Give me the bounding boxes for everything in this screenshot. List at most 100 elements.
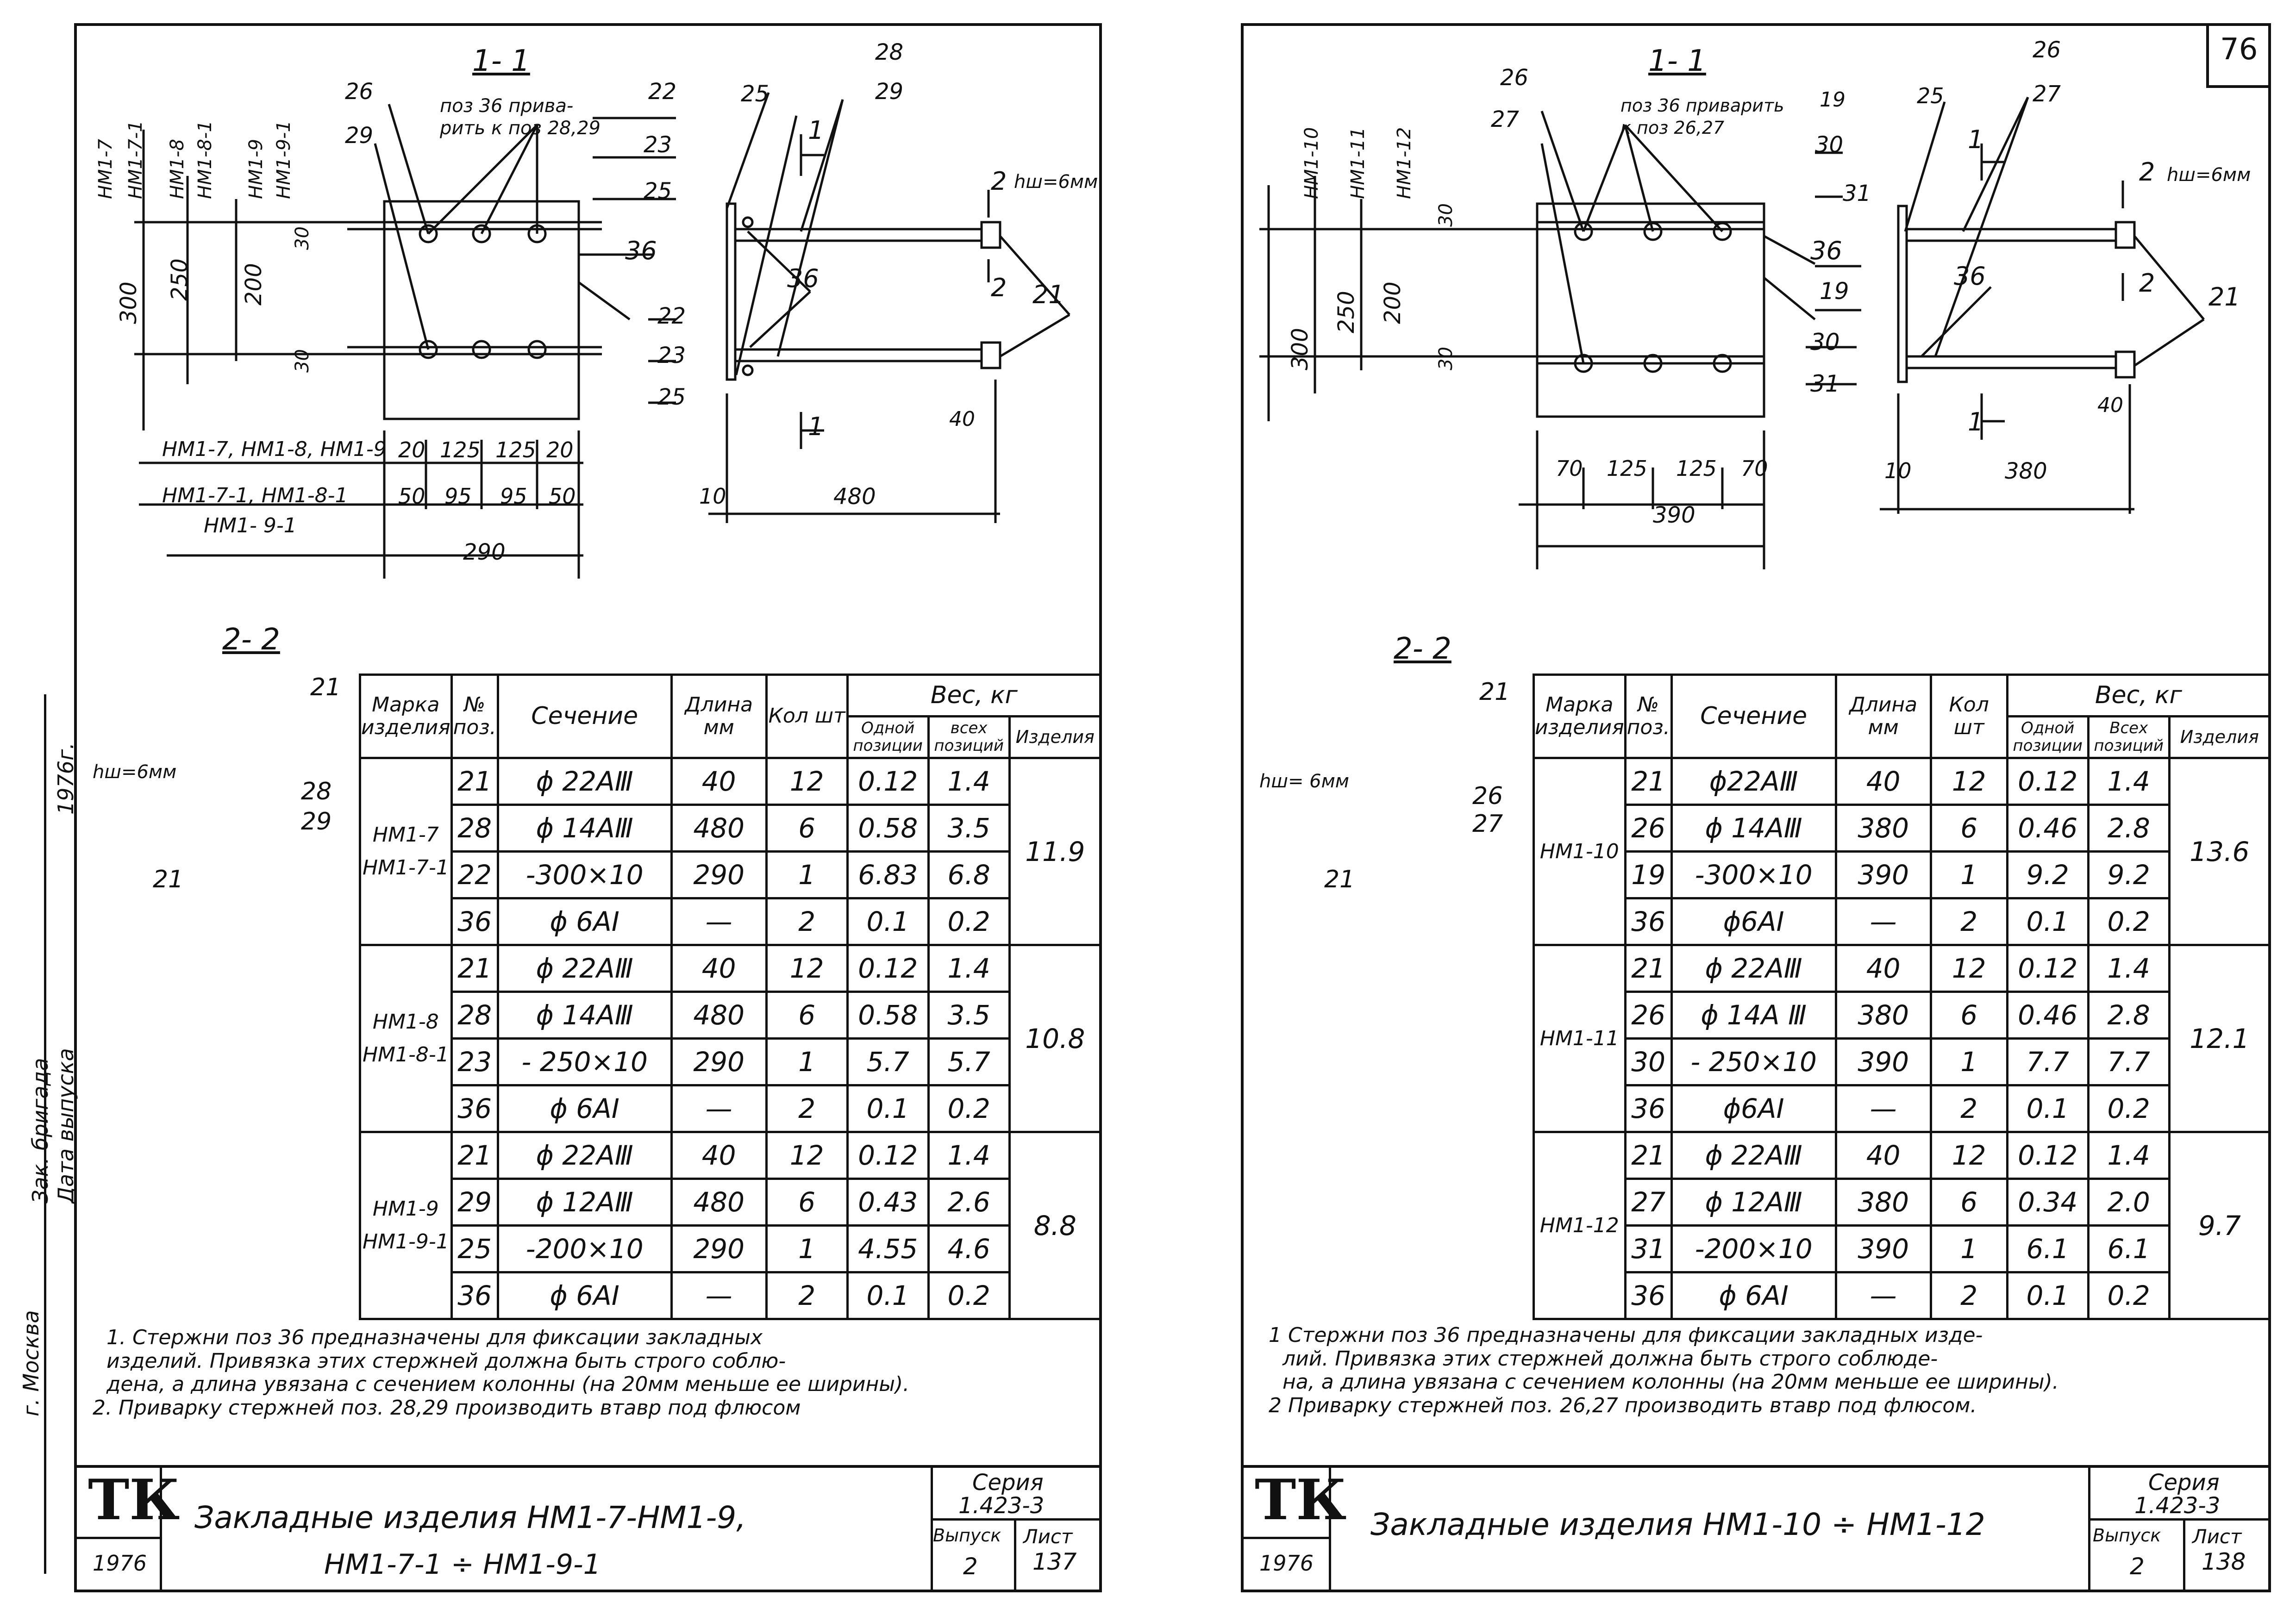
right-pos-30-top: 30 [1815, 132, 1844, 158]
table-cell: 5.7 [927, 1037, 1011, 1086]
table-cell: 380 [1834, 804, 1932, 853]
table-cell: 1.4 [927, 757, 1011, 806]
table-cell: 40 [1834, 1131, 1932, 1180]
table-cell: 6.1 [2006, 1224, 2090, 1273]
left-pos-29-side: 29 [875, 79, 904, 105]
left-th-length: Длина мм [670, 673, 768, 759]
right-pos-31-top: 31 [1843, 181, 1871, 206]
right-th-weight: Вес, кг [2006, 673, 2271, 717]
left-drawing [134, 92, 1070, 579]
table-cell: 1.4 [2087, 944, 2171, 993]
right-tb-sheet-label: Лист [2192, 1525, 2242, 1548]
right-tb-year: 1976 [1259, 1551, 1314, 1576]
right-pos-26-side: 26 [2033, 37, 2061, 63]
left-cut-1-bottom: 1 [808, 412, 824, 441]
left-group-3-marks: НМ1-9 НМ1-9-1 [359, 1131, 453, 1320]
table-cell: 9.2 [2087, 850, 2171, 899]
table-cell: ϕ 14АⅢ [496, 804, 673, 853]
left-th-qty: Кол шт [765, 673, 849, 759]
left-th-w-one: Одной позиции [846, 715, 930, 759]
left-hw-top: hш=6мм [1014, 171, 1098, 193]
right-cut-1-bottom: 1 [1968, 407, 1984, 436]
right-group-3-total: 9.7 [2168, 1131, 2271, 1320]
left-tb-sheet: 137 [1032, 1548, 1077, 1575]
left-pos-23: 23 [657, 343, 686, 368]
left-cut-1-top: 1 [808, 116, 824, 145]
right-note-line: на, а длина увязана с сечением колонны (… [1283, 1370, 2059, 1394]
right-tb-issue: 2 [2130, 1553, 2145, 1580]
right-tb-div3 [2088, 1465, 2090, 1592]
side-stamp-year: 1976г. [53, 742, 78, 815]
table-cell: 390 [1834, 1224, 1932, 1273]
right-tb-issue-label: Выпуск [2093, 1525, 2161, 1546]
table-cell: 2 [1929, 1271, 2008, 1320]
left-dim-row-3-label: НМ1- 9-1 [204, 514, 297, 537]
right-dim-10: 10 [1884, 458, 1912, 483]
table-cell: 6 [1929, 1178, 2008, 1227]
left-group-3-mark-a: НМ1-9 [372, 1197, 439, 1221]
table-cell: ϕ 12АⅢ [496, 1178, 673, 1227]
table-cell: 0.2 [927, 1084, 1011, 1133]
table-cell: 6.83 [846, 850, 930, 899]
table-cell: -200×10 [496, 1224, 673, 1273]
table-cell: 30 [1624, 1037, 1673, 1086]
table-cell: — [1834, 1271, 1932, 1320]
table-cell: 0.12 [2006, 1131, 2090, 1180]
table-cell: 0.2 [927, 897, 1011, 946]
right-mark-v-3: НМ1-12 [1394, 127, 1415, 199]
left-dim-40: 40 [949, 407, 975, 431]
left-tb-top [74, 1465, 1102, 1468]
table-cell: 0.2 [2087, 897, 2171, 946]
left-tb-div2 [74, 1537, 162, 1539]
table-cell: 2.0 [2087, 1178, 2171, 1227]
table-cell: 3.5 [927, 804, 1011, 853]
table-cell: 0.58 [846, 804, 930, 853]
left-section-11-label: 1- 1 [472, 44, 530, 78]
right-tb-title-1: Закладные изделия НМ1-10 ÷ НМ1-12 [1370, 1507, 1985, 1542]
table-cell: 4.6 [927, 1224, 1011, 1273]
left-tb-div1 [160, 1465, 162, 1592]
right-group-1-mark: НМ1-10 [1533, 757, 1627, 946]
left-th-section: Сечение [496, 673, 673, 759]
left-pos-22: 22 [657, 303, 686, 329]
left-th-mark: Марка изделия [359, 673, 453, 759]
table-cell: 0.2 [927, 1271, 1011, 1320]
right-dim-row-v1: 70 [1556, 456, 1583, 481]
right-pos-36-side: 36 [1954, 262, 1986, 291]
table-cell: ϕ 22АⅢ [1670, 944, 1837, 993]
table-cell: ϕ 14А Ⅲ [1670, 991, 1837, 1040]
table-cell: 0.12 [2006, 944, 2090, 993]
left-dim-row-1-v3: 125 [495, 437, 536, 462]
table-cell: 3.5 [927, 991, 1011, 1040]
table-cell: 2 [765, 1084, 849, 1133]
right-cut-1-top: 1 [1968, 125, 1984, 154]
left-pos-22-top: 22 [648, 79, 677, 105]
right-spec-table: Марка изделия № поз. Сечение Длина мм Ко… [1533, 673, 2271, 1320]
table-cell: 36 [1624, 897, 1673, 946]
right-note-line: лий. Привязка этих стержней должна быть … [1283, 1347, 1938, 1371]
left-dim-30-top: 30 [292, 226, 313, 250]
right-th-w-one: Одной позиции [2006, 715, 2090, 759]
table-cell: ϕ22АⅢ [1670, 757, 1837, 806]
right-mark-v-2: НМ1-11 [1347, 127, 1369, 199]
left-dim-480: 480 [833, 484, 876, 510]
table-cell: 7.7 [2087, 1037, 2171, 1086]
table-cell: 23 [450, 1037, 499, 1086]
left-dim-row-1-v2: 125 [440, 437, 481, 462]
table-cell: ϕ 6АI [1670, 1271, 1837, 1320]
left-group-1-total: 11.9 [1008, 757, 1102, 946]
left-pos-26: 26 [345, 79, 374, 105]
right-group-2-total: 12.1 [2168, 944, 2271, 1133]
table-cell: 26 [1624, 991, 1673, 1040]
table-cell: 5.7 [846, 1037, 930, 1086]
left-cut-2-top: 2 [991, 167, 1007, 196]
table-cell: 380 [1834, 1178, 1932, 1227]
left-mark-v-3: НМ1-8 [167, 139, 188, 199]
table-cell: 0.1 [2006, 1271, 2090, 1320]
right-dim-30-bottom: 30 [1435, 347, 1457, 370]
left-group-2-marks: НМ1-8 НМ1-8-1 [359, 944, 453, 1133]
right-sec22-hw: hш= 6мм [1259, 771, 1349, 792]
table-cell: 0.1 [846, 897, 930, 946]
right-pos-21-side: 21 [2208, 282, 2240, 312]
table-cell: 380 [1834, 991, 1932, 1040]
